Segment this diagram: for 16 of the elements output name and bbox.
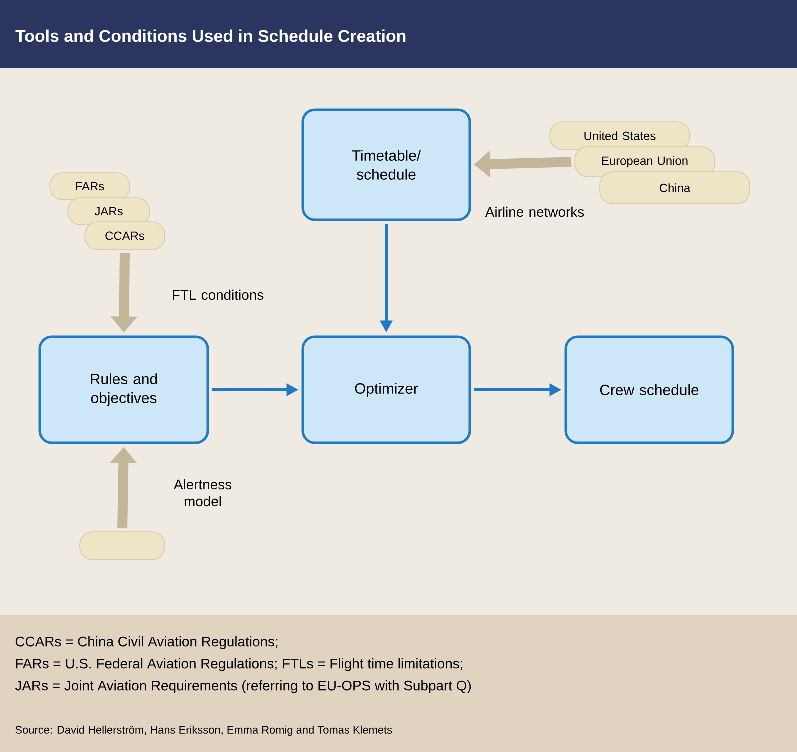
pill-shape bbox=[80, 532, 166, 560]
edge-label: FTL conditions bbox=[173, 290, 264, 300]
region-pill: CCARs bbox=[84, 222, 166, 250]
process-box: Optimizer bbox=[302, 336, 472, 444]
process-box: Rules and objectives bbox=[38, 336, 210, 444]
title-bar: Tools and Conditions Used in Schedule Creation bbox=[0, 0, 797, 68]
edge-label: Airline networks bbox=[485, 206, 584, 218]
region-pill: FARs bbox=[50, 172, 130, 200]
edge-label: Alertness model bbox=[174, 479, 232, 507]
region-pill: China bbox=[600, 172, 750, 204]
footnote-text: CCARs = China Civil Aviation Regulations; bbox=[16, 636, 278, 650]
footnote-text: Source: David Hellerström, Hans Eriksson, Emma Romig and Tomas Klemets bbox=[16, 726, 392, 736]
process-box: Crew schedule bbox=[564, 336, 734, 444]
process-box: Timetable/ schedule bbox=[302, 108, 472, 222]
footnote-text: JARs = Joint Aviation Requirements (referring to EU-OPS with Subpart Q) bbox=[15, 680, 471, 694]
footnote-text: FARs = U.S. Federal Aviation Regulations; FTLs = Flight time limitations; bbox=[16, 658, 462, 672]
